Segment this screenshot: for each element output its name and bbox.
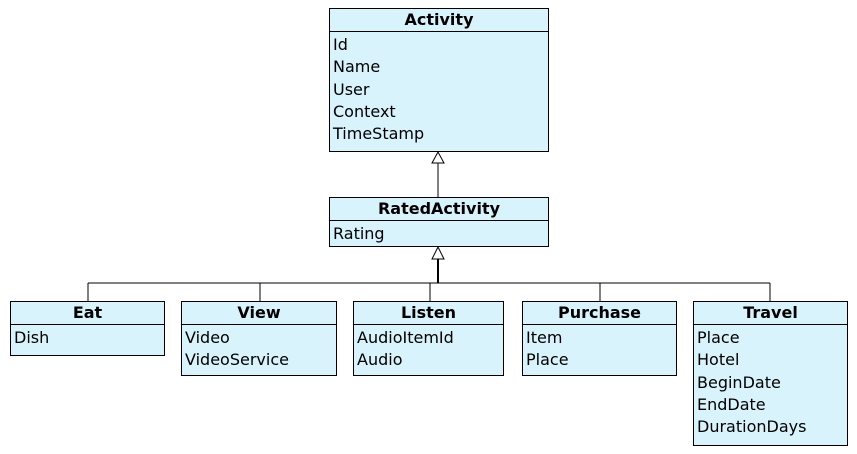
attribute: Place bbox=[526, 350, 569, 370]
attribute: Dish bbox=[14, 328, 50, 347]
class-view-attributes: Video VideoService bbox=[182, 325, 336, 374]
class-activity-name: Activity bbox=[330, 9, 548, 32]
class-travel-attributes: Place Hotel BeginDate EndDate DurationDa… bbox=[694, 325, 847, 440]
attribute: Name bbox=[333, 57, 381, 77]
attribute: Place bbox=[697, 328, 740, 347]
attribute: Video bbox=[185, 328, 230, 347]
attribute: VideoService bbox=[185, 350, 289, 370]
class-eat-attributes: Dish bbox=[11, 325, 164, 351]
class-listen[interactable]: Listen AudioItemId Audio bbox=[353, 301, 504, 376]
class-purchase-name: Purchase bbox=[523, 302, 676, 325]
class-listen-attributes: AudioItemId Audio bbox=[354, 325, 503, 374]
class-travel-name: Travel bbox=[694, 302, 847, 325]
attribute: BeginDate bbox=[697, 372, 781, 392]
class-view-name: View bbox=[182, 302, 336, 325]
attribute: Item bbox=[526, 328, 563, 347]
attribute: EndDate bbox=[697, 394, 766, 414]
class-ratedactivity-attributes: Rating bbox=[330, 221, 548, 247]
class-activity-attributes: Id Name User Context TimeStamp bbox=[330, 32, 548, 147]
inheritance-arrow-ratedactivity bbox=[431, 245, 445, 260]
class-travel[interactable]: Travel Place Hotel BeginDate EndDate Dur… bbox=[693, 301, 848, 446]
class-ratedactivity[interactable]: RatedActivity Rating bbox=[329, 197, 549, 247]
attribute: Rating bbox=[333, 224, 385, 243]
class-listen-name: Listen bbox=[354, 302, 503, 325]
class-eat-name: Eat bbox=[11, 302, 164, 325]
inheritance-arrow-activity bbox=[431, 150, 445, 164]
attribute: Context bbox=[333, 101, 396, 121]
class-activity[interactable]: Activity Id Name User Context TimeStamp bbox=[329, 8, 549, 152]
class-ratedactivity-name: RatedActivity bbox=[330, 198, 548, 221]
attribute: AudioItemId bbox=[357, 328, 454, 347]
attribute: Audio bbox=[357, 350, 403, 370]
class-purchase[interactable]: Purchase Item Place bbox=[522, 301, 677, 376]
attribute: DurationDays bbox=[697, 417, 807, 437]
class-purchase-attributes: Item Place bbox=[523, 325, 676, 374]
attribute: TimeStamp bbox=[333, 124, 425, 144]
attribute: Id bbox=[333, 35, 348, 54]
class-view[interactable]: View Video VideoService bbox=[181, 301, 337, 376]
attribute: User bbox=[333, 79, 370, 99]
attribute: Hotel bbox=[697, 350, 740, 370]
class-eat[interactable]: Eat Dish bbox=[10, 301, 165, 356]
